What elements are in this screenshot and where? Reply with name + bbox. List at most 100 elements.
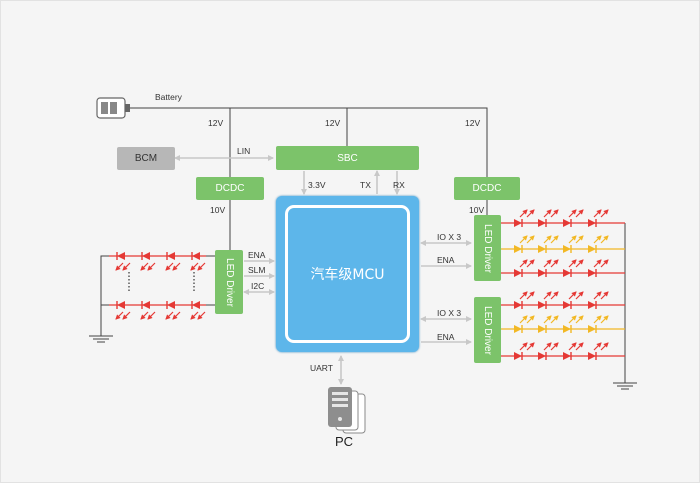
- light-ray-icon: [543, 315, 552, 324]
- led-diode-icon: [563, 219, 572, 227]
- light-ray-icon: [593, 209, 602, 218]
- sbc-label: SBC: [337, 152, 358, 164]
- light-ray-icon: [543, 342, 552, 351]
- led-diode-icon: [538, 301, 547, 309]
- light-ray-icon: [568, 315, 577, 324]
- light-ray-icon: [147, 311, 156, 320]
- light-ray-icon: [568, 342, 577, 351]
- light-ray-icon: [543, 209, 552, 218]
- led-driver-right-top-label: LED Driver: [482, 223, 493, 273]
- led-diode-icon: [141, 301, 150, 309]
- light-ray-icon: [593, 291, 602, 300]
- light-ray-icon: [568, 235, 577, 244]
- sbc-block: SBC: [276, 146, 419, 170]
- light-ray-icon: [575, 342, 584, 351]
- led-driver-left-label: LED Driver: [223, 257, 235, 307]
- led-diode-icon: [514, 352, 523, 360]
- light-ray-icon: [600, 291, 609, 300]
- battery-icon: [96, 97, 130, 119]
- led-diode-icon: [588, 301, 597, 309]
- bcm-block: BCM: [117, 147, 175, 170]
- light-ray-icon: [526, 259, 535, 268]
- light-ray-icon: [190, 311, 199, 320]
- led-diode-icon: [563, 245, 572, 253]
- light-ray-icon: [172, 262, 181, 271]
- led-driver-right-bottom-block: LED Driver: [474, 297, 501, 363]
- light-ray-icon: [593, 342, 602, 351]
- light-ray-icon: [140, 311, 149, 320]
- light-ray-icon: [568, 209, 577, 218]
- light-ray-icon: [519, 291, 528, 300]
- pc-label: PC: [335, 434, 354, 449]
- light-ray-icon: [147, 262, 156, 271]
- ena-right-top-label: ENA: [437, 255, 455, 265]
- led-diode-icon: [563, 269, 572, 277]
- io-top-label: IO X 3: [437, 232, 462, 242]
- dcdc-left-label: DCDC: [215, 183, 245, 194]
- dcdc-right-block: DCDC: [454, 177, 520, 200]
- light-ray-icon: [593, 259, 602, 268]
- bcm-label: BCM: [134, 153, 158, 164]
- rx-label: RX: [393, 180, 405, 190]
- light-ray-icon: [593, 235, 602, 244]
- rail-12v-right: 12V: [465, 118, 481, 128]
- led-diode-icon: [563, 301, 572, 309]
- light-ray-icon: [543, 291, 552, 300]
- light-ray-icon: [140, 262, 149, 271]
- light-ray-icon: [550, 235, 559, 244]
- battery-label: Battery: [155, 92, 182, 102]
- led-diode-icon: [588, 325, 597, 333]
- dcdc-right-label: DCDC: [472, 183, 502, 194]
- light-ray-icon: [550, 291, 559, 300]
- light-ray-icon: [575, 235, 584, 244]
- light-ray-icon: [550, 259, 559, 268]
- led-matrix-left: [89, 252, 215, 343]
- rail-10v-right: 10V: [469, 205, 485, 215]
- led-driver-right-top-block: LED Driver: [474, 215, 501, 281]
- light-ray-icon: [197, 311, 206, 320]
- led-diode-icon: [538, 219, 547, 227]
- light-ray-icon: [115, 311, 124, 320]
- led-diode-icon: [588, 269, 597, 277]
- led-diode-icon: [141, 252, 150, 260]
- led-diode-icon: [514, 325, 523, 333]
- led-diode-icon: [116, 252, 125, 260]
- led-diode-icon: [563, 352, 572, 360]
- led-diode-icon: [514, 245, 523, 253]
- light-ray-icon: [122, 262, 131, 271]
- light-ray-icon: [122, 311, 131, 320]
- light-ray-icon: [600, 209, 609, 218]
- mcu-block: 汽车级MCU: [276, 196, 419, 352]
- led-matrix-right: [501, 209, 637, 390]
- tx-label: TX: [360, 180, 371, 190]
- light-ray-icon: [526, 235, 535, 244]
- led-diode-icon: [538, 245, 547, 253]
- led-diode-icon: [166, 252, 175, 260]
- v33-label: 3.3V: [308, 180, 326, 190]
- led-diode-icon: [588, 245, 597, 253]
- led-diode-icon: [514, 301, 523, 309]
- light-ray-icon: [600, 315, 609, 324]
- led-diode-icon: [588, 219, 597, 227]
- light-ray-icon: [600, 342, 609, 351]
- light-ray-icon: [575, 315, 584, 324]
- light-ray-icon: [550, 342, 559, 351]
- led-diode-icon: [538, 269, 547, 277]
- rail-10v-left: 10V: [210, 205, 226, 215]
- led-diode-icon: [563, 325, 572, 333]
- ena-right-bottom-label: ENA: [437, 332, 455, 342]
- light-ray-icon: [600, 259, 609, 268]
- light-ray-icon: [172, 311, 181, 320]
- io-bottom-label: IO X 3: [437, 308, 462, 318]
- light-ray-icon: [115, 262, 124, 271]
- light-ray-icon: [519, 235, 528, 244]
- lin-label: LIN: [237, 146, 251, 156]
- light-ray-icon: [568, 291, 577, 300]
- light-ray-icon: [543, 259, 552, 268]
- light-ray-icon: [165, 311, 174, 320]
- rail-12v-mid: 12V: [325, 118, 341, 128]
- light-ray-icon: [575, 259, 584, 268]
- light-ray-icon: [575, 209, 584, 218]
- light-ray-icon: [526, 291, 535, 300]
